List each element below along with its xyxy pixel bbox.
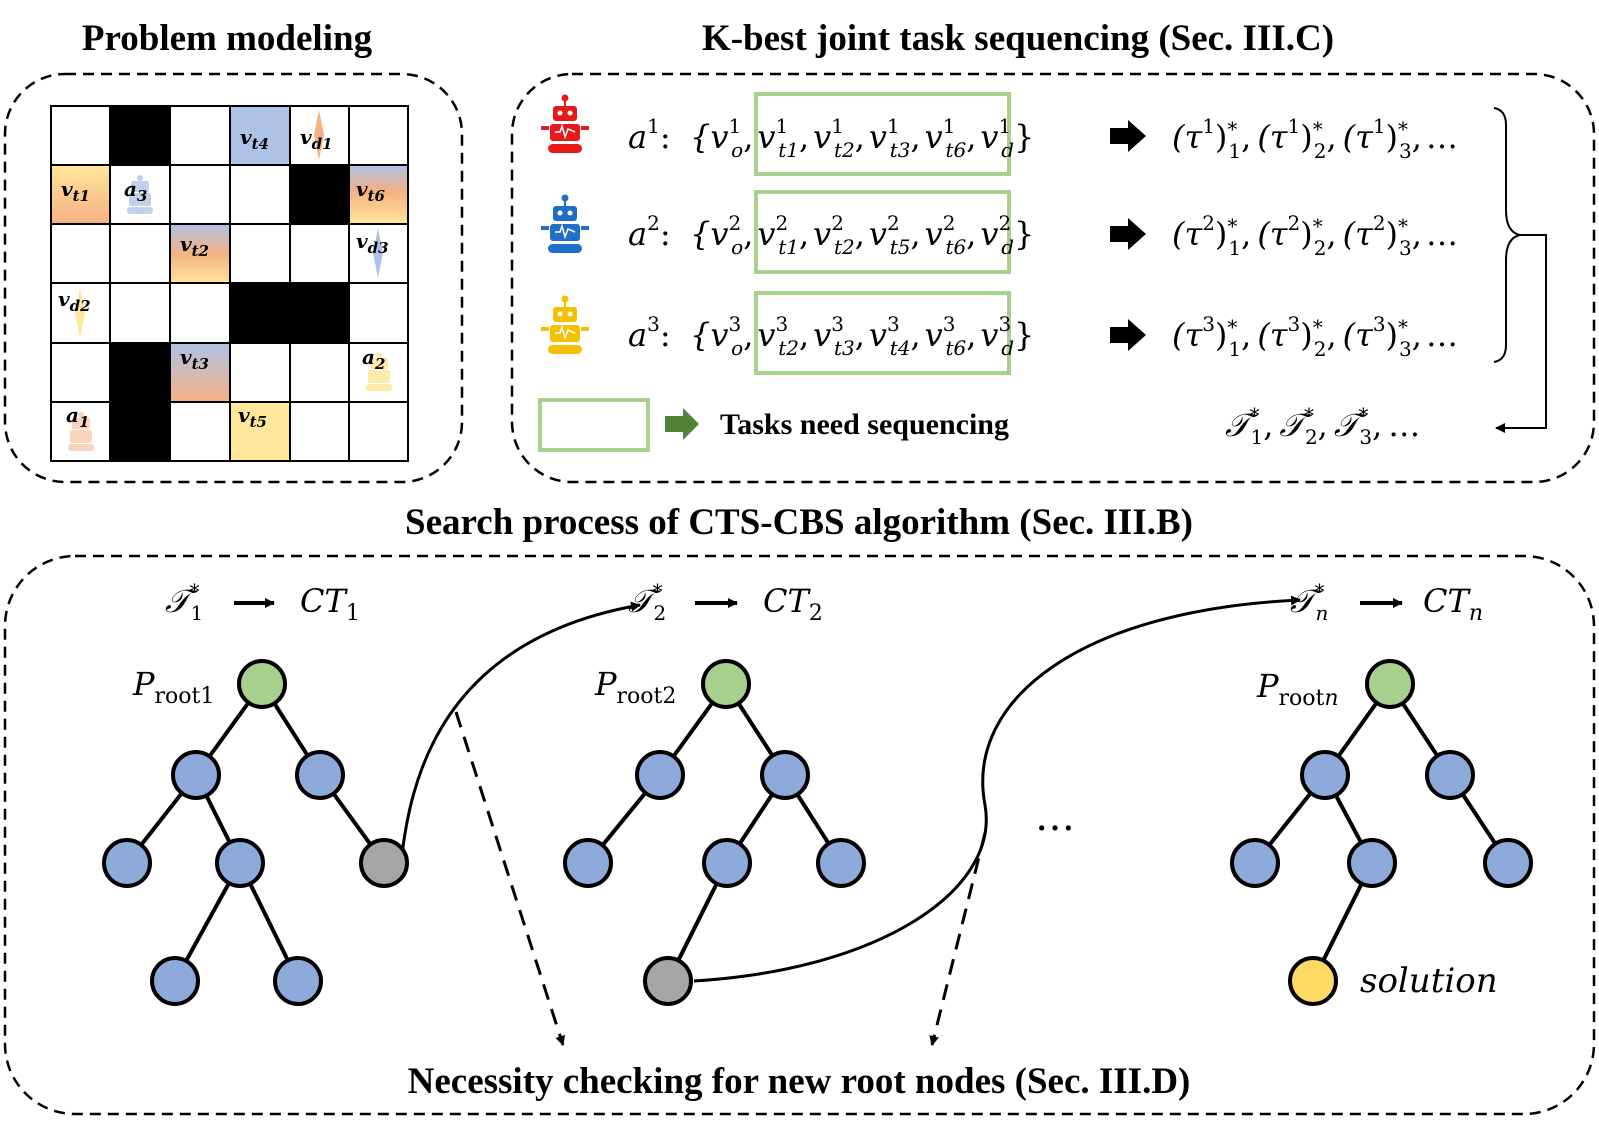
- right-arrow-icon: [1110, 120, 1146, 152]
- next-root-curve: [399, 601, 641, 864]
- tree-node: [1425, 750, 1475, 800]
- kbest-title: K-best joint task sequencing (Sec. III.C…: [702, 18, 1334, 59]
- cell-label: vt1: [61, 177, 90, 205]
- root-label: Proot1: [132, 665, 214, 709]
- necessity-arrow: [929, 832, 987, 1046]
- right-arrow-icon: [1110, 319, 1146, 351]
- tree-node: [1230, 838, 1280, 888]
- tree-node: [102, 838, 152, 888]
- solution-label: solution: [1360, 961, 1498, 1001]
- joint-seq-label: 𝒯*1: [165, 579, 203, 625]
- tree-node: [273, 956, 323, 1006]
- tree-3-edges: [1253, 682, 1510, 982]
- tree-nodes: [102, 659, 1533, 1006]
- robot-yellow-icon: [541, 295, 589, 354]
- agent-label: a1:: [628, 114, 671, 156]
- legend-box: [538, 398, 650, 452]
- constraint-tree-label: CT1: [300, 582, 360, 626]
- right-arrow-icon: [1110, 218, 1146, 250]
- joint-sequence-list: 𝒯*1,𝒯*2,𝒯*3,…: [1225, 403, 1420, 449]
- kbest-output: (τ1)*1,(τ1)*2,(τ1)*3,…: [1172, 114, 1458, 163]
- pruned-node: [643, 956, 693, 1006]
- robot-blue-icon: [541, 194, 589, 253]
- root-node: [1365, 659, 1415, 709]
- cell-label: vt4: [240, 125, 269, 153]
- tree-2-edges: [586, 682, 843, 982]
- cell-label: a2: [362, 345, 385, 373]
- pruned-node: [359, 838, 409, 888]
- tree-node: [1300, 750, 1350, 800]
- cell-label: a1: [66, 403, 89, 431]
- merge-arrow: [1495, 234, 1547, 433]
- joint-seq-label: 𝒯*n: [1290, 579, 1328, 625]
- joint-seq-label: 𝒯*2: [628, 579, 666, 625]
- agent-label: a2:: [628, 211, 671, 253]
- cell-label: vt5: [238, 403, 267, 431]
- necessity-arrow: [454, 711, 566, 1046]
- root-label: Proot2: [594, 665, 676, 709]
- agent-label: a3:: [628, 312, 671, 354]
- root-node: [701, 659, 751, 709]
- next-root-curve: [693, 595, 1301, 983]
- problem-modeling-title: Problem modeling: [82, 18, 373, 59]
- tree-node: [171, 750, 221, 800]
- tree-node: [295, 750, 345, 800]
- cell-label: vt3: [180, 345, 209, 373]
- cell-label: vt2: [180, 232, 209, 260]
- tree-node: [150, 956, 200, 1006]
- constraint-tree-label: CTn: [1423, 582, 1483, 626]
- tree-node: [1347, 838, 1397, 888]
- search-title: Search process of CTS-CBS algorithm (Sec…: [405, 502, 1193, 543]
- merge-brace: [1493, 107, 1521, 363]
- tree-node: [760, 750, 810, 800]
- necessity-title: Necessity checking for new root nodes (S…: [408, 1061, 1191, 1102]
- root-node: [237, 659, 287, 709]
- legend-label: Tasks need sequencing: [720, 408, 1009, 441]
- tree-node: [1483, 838, 1533, 888]
- cell-label: vt6: [356, 177, 386, 205]
- tree-node: [635, 750, 685, 800]
- cell-label: vd2: [58, 287, 91, 315]
- solution-node: [1288, 956, 1338, 1006]
- sequencing-box: [754, 92, 1011, 176]
- kbest-panel: [510, 72, 1596, 484]
- problem-panel: [3, 72, 464, 484]
- tree-node: [563, 838, 613, 888]
- sequencing-box: [754, 291, 1011, 375]
- cell-label: vd1: [300, 125, 333, 153]
- cell-label: a3: [124, 177, 147, 205]
- ellipsis: …: [1035, 794, 1075, 840]
- cell-label: vd3: [356, 229, 389, 257]
- root-label: Prootn: [1256, 667, 1339, 711]
- joint-sequences: 𝒯*1,𝒯*2,𝒯*3,…: [1225, 403, 1420, 449]
- constraint-tree-label: CT2: [763, 582, 823, 626]
- robot-red-icon: [541, 94, 589, 153]
- tree-1-edges: [125, 682, 386, 982]
- tree-node: [702, 838, 752, 888]
- grid-map: vt4 vd1 vt1 a3 vt6 vt2 vd3 vd2 vt3 a2 a1…: [50, 105, 409, 462]
- kbest-output: (τ3)*1,(τ3)*2,(τ3)*3,…: [1172, 312, 1458, 361]
- tree-node: [215, 838, 265, 888]
- green-arrow-icon: [665, 408, 699, 440]
- sequencing-box: [754, 190, 1011, 274]
- tree-node: [816, 838, 866, 888]
- kbest-output: (τ2)*1,(τ2)*2,(τ2)*3,…: [1172, 211, 1458, 260]
- search-panel: [3, 554, 1596, 1116]
